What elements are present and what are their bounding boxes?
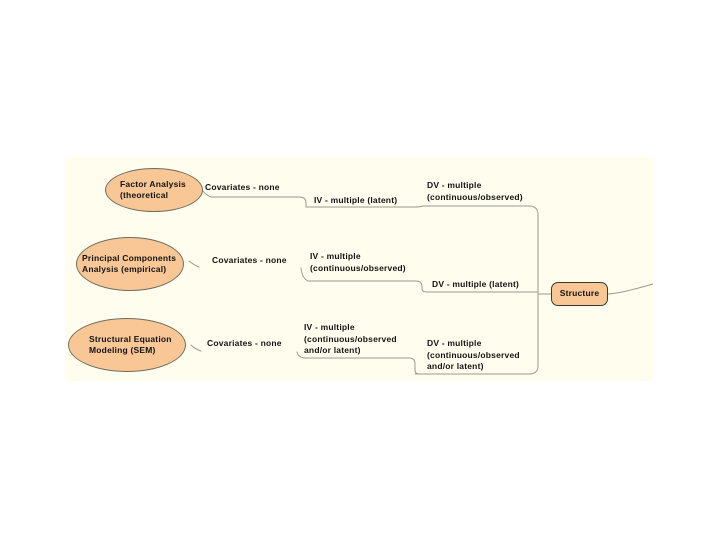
- node-factor-analysis-label: Factor Analysis (theoretical: [120, 178, 186, 201]
- node-structure-hub: Structure: [551, 282, 608, 306]
- iv-label-row1: IV - multiple (latent): [314, 195, 398, 205]
- covariates-label-row2: Covariates - none: [212, 255, 287, 265]
- iv-label-row3: IV - multiple (continuous/observed and/o…: [304, 322, 397, 355]
- node-structural-equation-modeling: Structural Equation Modeling (SEM): [68, 318, 186, 372]
- dv-label-row1: DV - multiple (continuous/observed): [427, 180, 523, 202]
- branch-line-row1: [202, 190, 539, 375]
- branch-line-row2: [300, 267, 539, 293]
- node-structural-equation-modeling-label: Structural Equation Modeling (SEM): [89, 333, 172, 356]
- node-principal-components-analysis-label: Principal Components Analysis (empirical…: [82, 252, 177, 275]
- hub-right-curve: [607, 283, 653, 295]
- branch-line-row3: [296, 351, 420, 375]
- iv-label-row2: IV - multiple (continuous/observed): [310, 251, 406, 273]
- node-structure-hub-label: Structure: [559, 288, 600, 299]
- covariates-label-row1: Covariates - none: [205, 182, 280, 192]
- branch-stub-row3: [190, 344, 202, 352]
- branch-stub-row2: [188, 260, 200, 268]
- dv-label-row2: DV - multiple (latent): [432, 279, 520, 289]
- connector-lines: [188, 190, 653, 375]
- node-principal-components-analysis: Principal Components Analysis (empirical…: [76, 237, 184, 291]
- node-factor-analysis: Factor Analysis (theoretical: [105, 168, 203, 212]
- diagram-canvas: Factor Analysis (theoretical Principal C…: [65, 157, 653, 381]
- covariates-label-row3: Covariates - none: [207, 338, 282, 348]
- dv-label-row3: DV - multiple (continuous/observed and/o…: [427, 338, 520, 371]
